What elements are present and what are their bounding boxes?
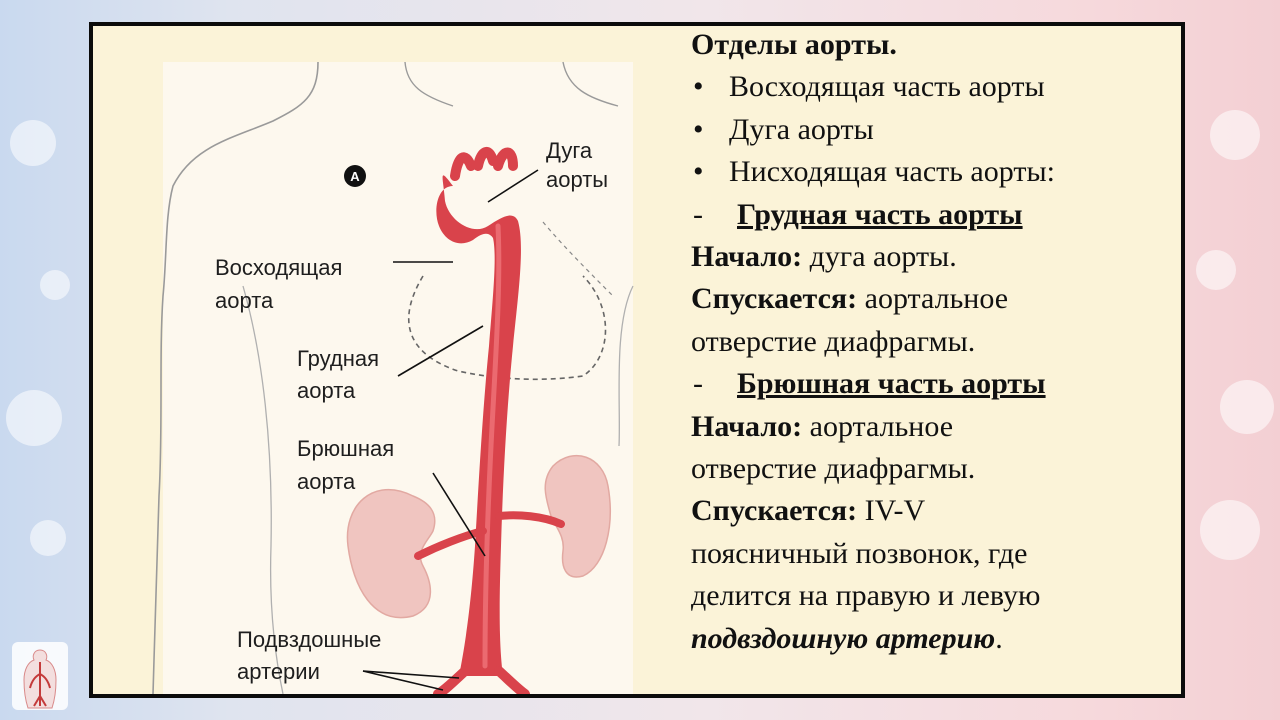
bullet-item: •Нисходящая часть аорты: xyxy=(693,155,1055,189)
aorta-sections-text: Отделы аорты. •Восходящая часть аорты •Д… xyxy=(691,26,1171,660)
leader-iliac-1 xyxy=(362,670,460,679)
bullet-text: Восходящая часть аорты xyxy=(729,70,1045,104)
start-label: Начало: xyxy=(691,409,803,443)
diaphragm-dash xyxy=(542,221,614,297)
background-bokeh xyxy=(1220,380,1274,434)
arch-branches xyxy=(450,147,518,181)
thoracic-start-row: Начало: дуга аорты. xyxy=(691,236,1171,278)
bullet-text: Нисходящая часть аорты: xyxy=(729,155,1055,189)
arm-line xyxy=(242,285,284,694)
leader-arch xyxy=(487,169,539,203)
descends-label: Спускается: xyxy=(691,494,858,528)
abdominal-descends-cont: делится на правую и левую xyxy=(691,579,1041,613)
leader-thoracic xyxy=(397,325,484,377)
dash: - xyxy=(693,197,703,231)
descends-label: Спускается: xyxy=(691,282,858,316)
background-bokeh xyxy=(30,520,66,556)
iliac-artery-emphasis: подвздошную артерию xyxy=(691,621,996,655)
period: . xyxy=(995,621,1003,655)
descends-value: IV-V xyxy=(857,494,926,528)
marker-circle xyxy=(344,165,366,187)
neck-outline-right xyxy=(562,61,619,107)
abdominal-heading: Брюшная часть аорты xyxy=(737,367,1046,401)
descends-value: аортальное xyxy=(857,282,1009,316)
kidney-right xyxy=(346,489,436,619)
bullet-item: •Восходящая часть аорты xyxy=(693,70,1045,104)
abdominal-heading-row: -Брюшная часть аорты xyxy=(691,363,1171,405)
background-bokeh xyxy=(1210,110,1260,160)
thoracic-descends-cont: отверстие диафрагмы. xyxy=(691,324,976,358)
leader-iliac-2 xyxy=(362,670,444,691)
thoracic-heading-row: -Грудная часть аорты xyxy=(691,194,1171,236)
abdominal-descends-row: Спускается: IV-V xyxy=(691,490,1171,532)
renal-artery-left xyxy=(495,511,565,528)
abdominal-start-row: Начало: аортальное xyxy=(691,406,1171,448)
start-value: аортальное xyxy=(802,409,954,443)
bullet-text: Дуга аорты xyxy=(729,112,874,146)
label-thoracic-aorta: Грудная аорта xyxy=(297,346,380,403)
background-bokeh xyxy=(40,270,70,300)
leader-abdominal xyxy=(432,472,486,557)
label-abdominal-aorta: Брюшная аорта xyxy=(297,436,395,494)
abdominal-descends-cont: поясничный позвонок, где xyxy=(691,536,1028,570)
background-bokeh xyxy=(6,390,62,446)
iliac-arteries xyxy=(433,666,530,694)
anatomy-logo-icon xyxy=(12,642,68,710)
renal-artery-right xyxy=(414,527,487,560)
aorta-highlight xyxy=(482,223,502,669)
background-bokeh xyxy=(10,120,56,166)
dash: - xyxy=(693,367,703,401)
thoracic-descends-row: Спускается: аортальное xyxy=(691,278,1171,320)
start-value: дуга аорты. xyxy=(802,240,957,274)
heart-outline xyxy=(407,275,607,381)
abdominal-start-cont: отверстие диафрагмы. xyxy=(691,452,976,486)
label-iliac-arteries: Подвздошные артерии xyxy=(237,627,382,684)
abdominal-descends-end-row: подвздошную артерию. xyxy=(691,618,1171,660)
background-bokeh xyxy=(1200,500,1260,560)
label-ascending-aorta: Восходящая аорта xyxy=(215,255,343,313)
torso-line-right xyxy=(618,285,634,447)
kidney-left xyxy=(544,455,611,578)
thoracic-heading: Грудная часть аорты xyxy=(737,197,1023,231)
aorta-illustration: A xyxy=(152,61,634,694)
section-title: Отделы аорты. xyxy=(691,28,897,61)
bullet-item: •Дуга аорты xyxy=(693,112,874,146)
start-label: Начало: xyxy=(691,240,803,274)
marker-letter: A xyxy=(350,169,360,184)
neck-outline xyxy=(404,61,454,107)
label-aortic-arch: Дуга аорты xyxy=(546,138,609,192)
background-bokeh xyxy=(1196,250,1236,290)
aorta-diagram: A Дуга аорты Восходящая аорта Грудная ао… xyxy=(93,26,653,694)
body-outline-left xyxy=(152,61,319,694)
slide: A Дуга аорты Восходящая аорта Грудная ао… xyxy=(89,22,1185,698)
